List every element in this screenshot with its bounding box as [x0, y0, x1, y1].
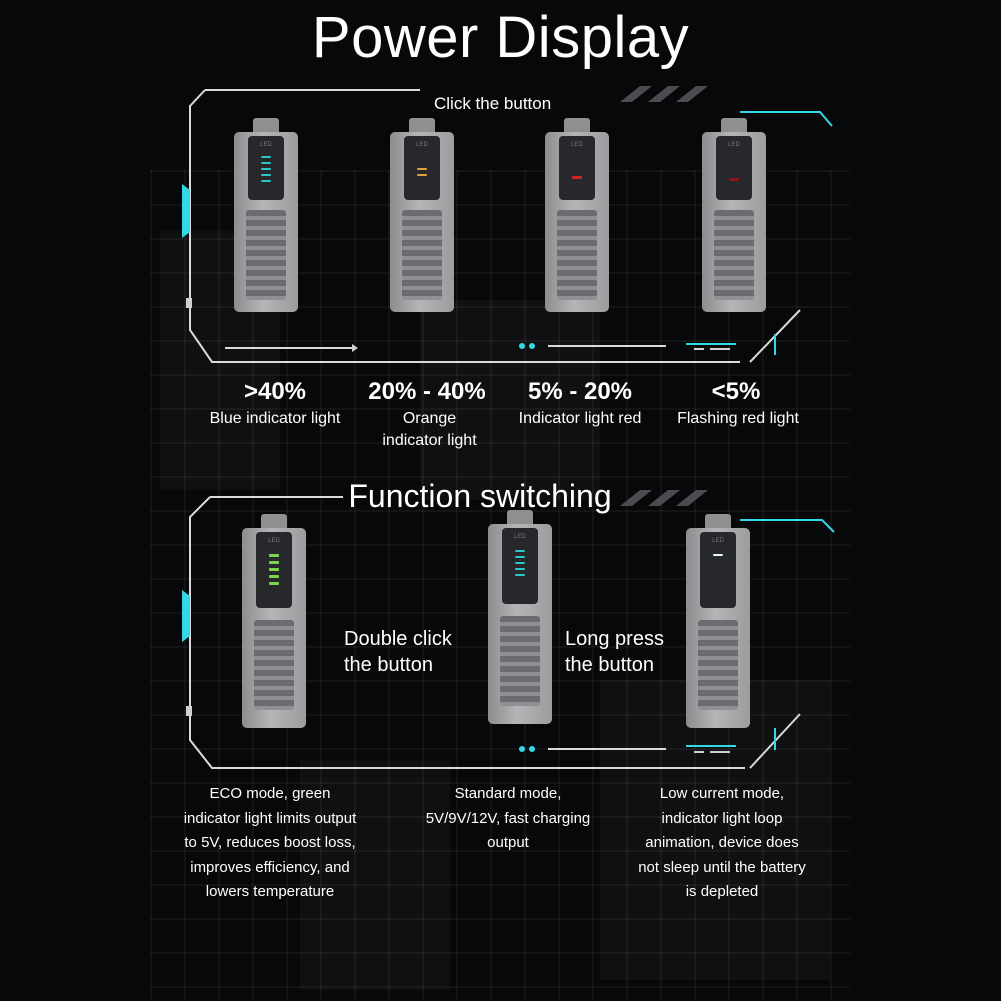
level-percent-3: 5% - 20%: [527, 378, 633, 405]
double-click-label-line1: Double click: [344, 628, 452, 650]
green-indicator-lights: [269, 554, 279, 589]
function-switching-title: Function switching: [348, 478, 612, 514]
click-hint-label: Click the button: [434, 94, 552, 113]
blue-indicator-lights: [261, 156, 271, 186]
level-percent-1: >40%: [243, 378, 307, 405]
long-press-label-line2: the button: [565, 654, 654, 676]
level-description-2a: Orange: [402, 410, 457, 427]
standard-mode-description: Standard mode, 5V/9V/12V, fast charging …: [425, 785, 591, 851]
level-percent-2: 20% - 40%: [368, 378, 486, 405]
level-description-4: Flashing red light: [677, 410, 799, 427]
low-current-mode-description: Low current mode, indicator light loop a…: [638, 785, 806, 900]
cyan-indicator-lights: [515, 550, 525, 580]
level-description-1: Blue indicator light: [209, 410, 341, 427]
double-click-label-line2: the button: [344, 654, 433, 676]
white-indicator-light: [713, 554, 723, 560]
level-description-3: Indicator light red: [518, 410, 642, 427]
level-percent-4: <5%: [711, 378, 761, 405]
eco-mode-description: ECO mode, green indicator light limits o…: [183, 785, 357, 900]
red-indicator-light: [572, 176, 582, 183]
flashing-red-indicator-light: [729, 178, 739, 185]
level-description-2b: indicator light: [382, 432, 477, 449]
long-press-label-line1: Long press: [565, 628, 664, 650]
page-title: Power Display: [311, 5, 690, 70]
orange-indicator-lights: [417, 168, 427, 180]
